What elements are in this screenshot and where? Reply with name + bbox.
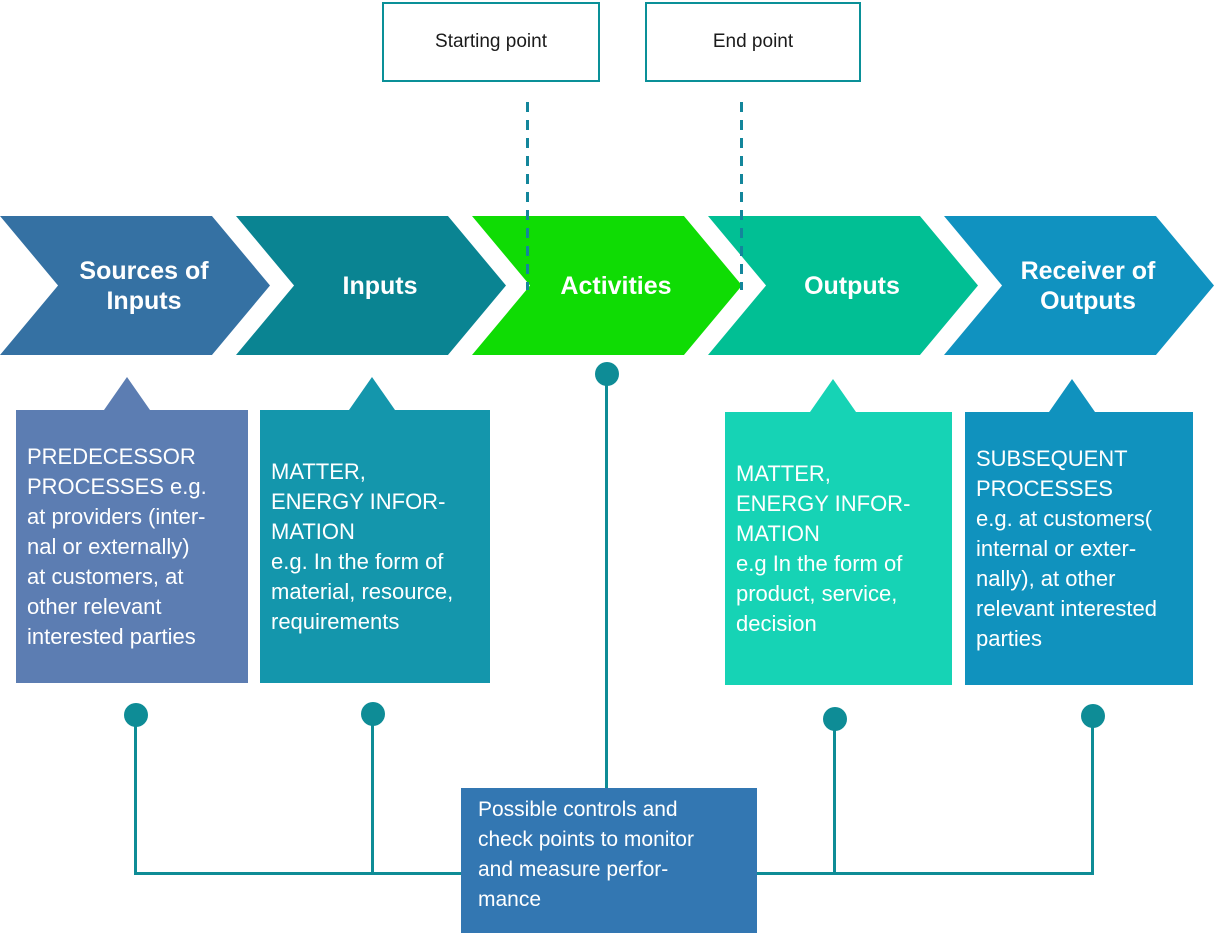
chevron-label: Inputs <box>342 271 418 300</box>
controls-checkpoints-text: Possible controls and check points to mo… <box>478 798 694 911</box>
connector-dot-inputs <box>361 702 385 726</box>
callout-text: MATTER, ENERGY INFOR- MATION e.g In the … <box>736 460 911 636</box>
connector-dot-outputs <box>823 707 847 731</box>
end-point-dashed-line <box>740 102 743 290</box>
chevron-sources-of-inputs: Sources of Inputs <box>0 216 270 355</box>
end-point-box: End point <box>645 2 861 82</box>
connector-line-bottom-right <box>755 872 1094 875</box>
chevron-label: Activities <box>560 271 672 300</box>
chevron-outputs: Outputs <box>708 216 978 355</box>
controls-checkpoints-box: Possible controls and check points to mo… <box>461 788 757 933</box>
starting-point-box: Starting point <box>382 2 600 82</box>
callout-text: SUBSEQUENT PROCESSES e.g. at customers( … <box>976 445 1157 651</box>
chevron-activities: Activities <box>472 216 742 355</box>
callout-pointer <box>810 379 856 412</box>
connector-dot-activities <box>595 362 619 386</box>
end-point-label: End point <box>712 31 794 52</box>
connector-dot-sources <box>124 703 148 727</box>
callout-pointer <box>349 377 395 410</box>
callout-outputs-detail: MATTER, ENERGY INFOR- MATION e.g In the … <box>725 412 952 685</box>
callout-inputs-detail: MATTER, ENERGY INFOR- MATION e.g. In the… <box>260 410 490 683</box>
callout-text: PREDECESSOR PROCESSES e.g. at providers … <box>27 443 207 649</box>
chevron-label: Sources of Inputs <box>79 256 209 315</box>
starting-point-label: Starting point <box>435 31 547 52</box>
callout-pointer <box>1049 379 1095 412</box>
starting-point-dashed-line <box>526 102 529 290</box>
connector-line-sources <box>134 715 137 875</box>
connector-line-outputs <box>833 719 836 875</box>
callout-predecessor-processes: PREDECESSOR PROCESSES e.g. at providers … <box>16 410 248 683</box>
connector-dot-receiver <box>1081 704 1105 728</box>
callout-pointer <box>104 377 150 410</box>
chevron-label: Outputs <box>804 271 900 300</box>
callout-text: MATTER, ENERGY INFOR- MATION e.g. In the… <box>271 458 454 634</box>
connector-line-inputs <box>371 714 374 875</box>
connector-line-activities <box>605 374 608 790</box>
callout-subsequent-processes: SUBSEQUENT PROCESSES e.g. at customers( … <box>965 412 1193 685</box>
chevron-receiver-of-outputs: Receiver of Outputs <box>944 216 1214 355</box>
chevron-inputs: Inputs <box>236 216 506 355</box>
connector-line-bottom-left <box>134 872 464 875</box>
connector-line-receiver <box>1091 716 1094 875</box>
chevron-label: Receiver of Outputs <box>1020 256 1156 315</box>
